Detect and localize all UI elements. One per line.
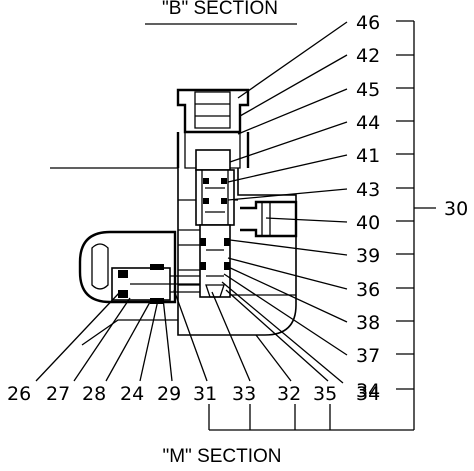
m-section-bracket — [208, 404, 414, 431]
label-45: 45 — [356, 79, 380, 101]
label-27: 27 — [46, 383, 70, 405]
label-39: 39 — [356, 245, 380, 267]
label-30: 30 — [444, 198, 468, 220]
label-46: 46 — [356, 12, 380, 34]
label-34-right: 34 — [356, 380, 380, 402]
label-28: 28 — [82, 383, 106, 405]
top-cap — [176, 88, 250, 134]
right-label-column: 46 42 45 44 41 43 40 39 36 38 37 34 — [356, 12, 380, 402]
bottom-label-row: 26 27 28 24 29 31 33 32 35 34 — [7, 383, 380, 405]
label-44: 44 — [356, 112, 380, 134]
label-29: 29 — [157, 383, 181, 405]
label-32: 32 — [277, 383, 301, 405]
label-31: 31 — [193, 383, 217, 405]
right-leaders — [221, 21, 348, 384]
label-34-bottom: 34 — [356, 383, 380, 405]
group-bracket-30: 30 — [396, 20, 468, 430]
label-38: 38 — [356, 312, 380, 334]
label-35: 35 — [313, 383, 337, 405]
valve-assembly — [50, 88, 298, 346]
label-43: 43 — [356, 179, 380, 201]
label-36: 36 — [356, 279, 380, 301]
label-33: 33 — [232, 383, 256, 405]
title-b-section: "B" SECTION — [162, 0, 278, 19]
lower-spool — [199, 224, 231, 298]
label-24: 24 — [120, 383, 144, 405]
bottom-leaders — [35, 289, 329, 382]
label-26: 26 — [7, 383, 31, 405]
body-left-edge — [81, 319, 178, 346]
label-37: 37 — [356, 345, 380, 367]
title-m-section: "M" SECTION — [162, 446, 281, 467]
label-41: 41 — [356, 145, 380, 167]
label-42: 42 — [356, 45, 380, 67]
upper-housing — [176, 132, 250, 168]
label-40: 40 — [356, 212, 380, 234]
